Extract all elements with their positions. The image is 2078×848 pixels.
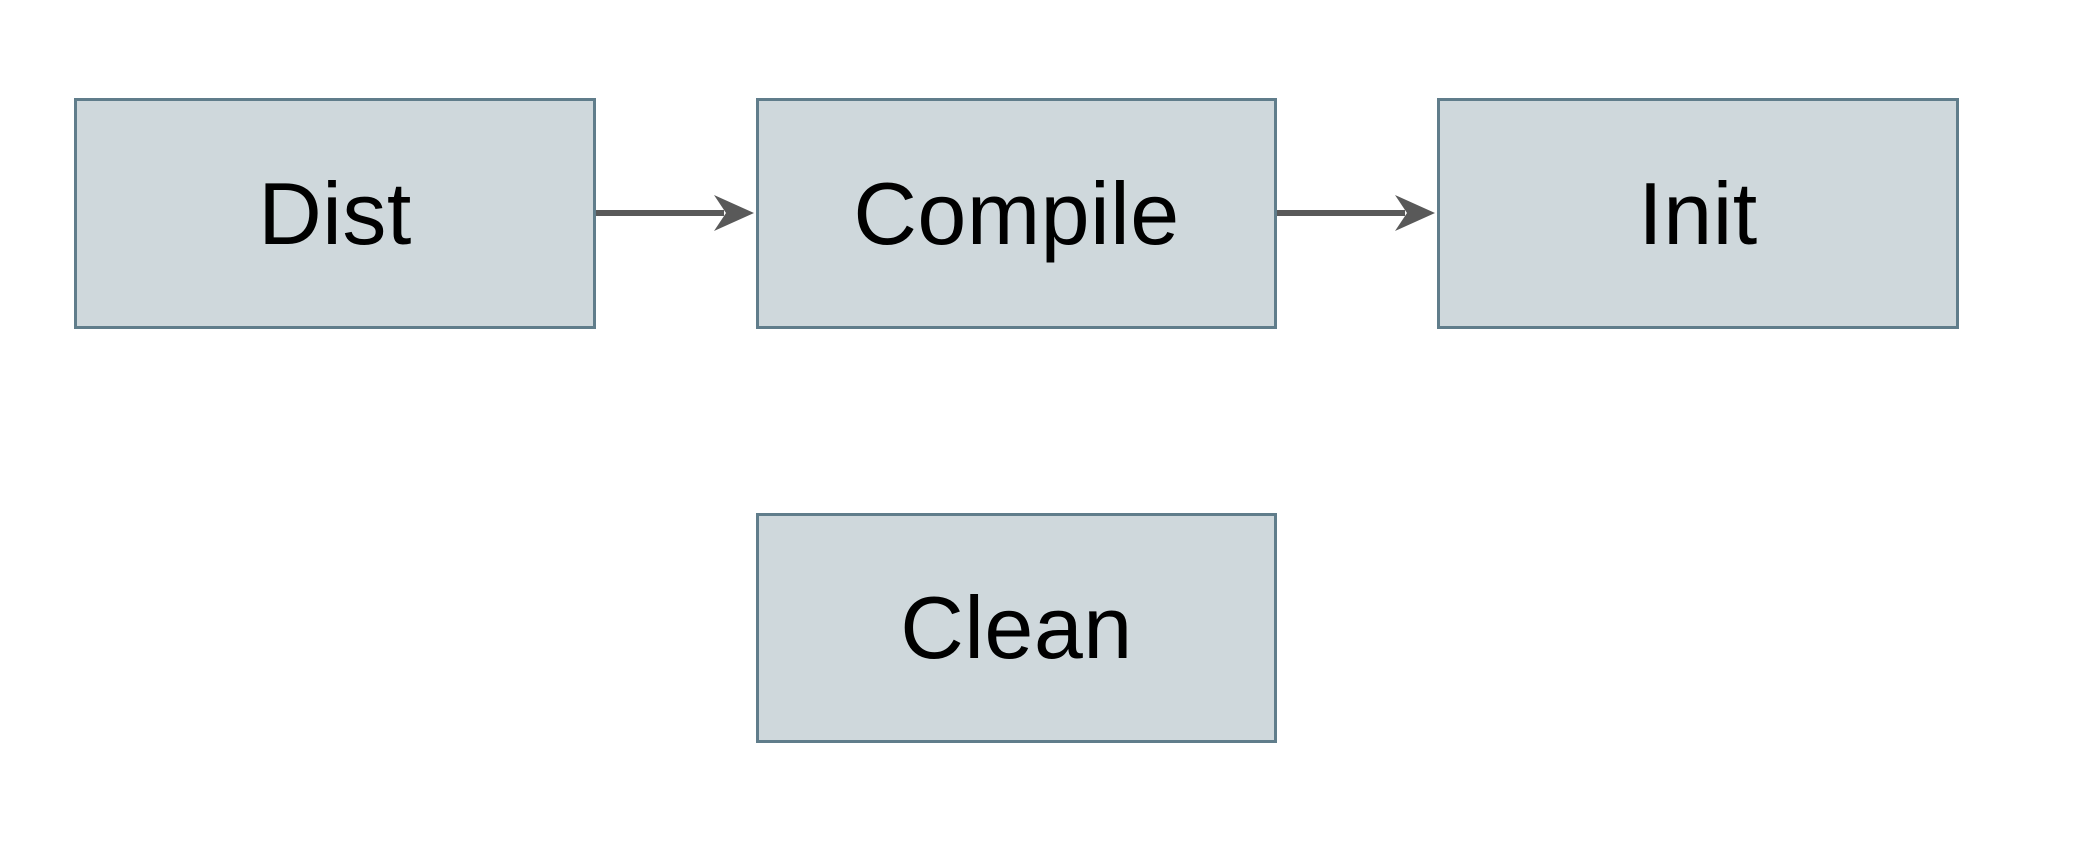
arrowhead-right-icon <box>1395 195 1435 231</box>
node-dist-label: Dist <box>258 163 412 263</box>
node-compile-label: Compile <box>853 163 1180 263</box>
node-dist: Dist <box>74 98 596 329</box>
node-init: Init <box>1437 98 1959 329</box>
arrowhead-right-icon <box>714 195 754 231</box>
edge-dist-to-compile-arrow <box>596 195 754 231</box>
node-clean-label: Clean <box>900 578 1133 677</box>
edge-compile-to-init-arrow <box>1277 195 1435 231</box>
node-compile: Compile <box>756 98 1277 329</box>
node-clean: Clean <box>756 513 1277 743</box>
node-init-label: Init <box>1638 163 1758 263</box>
